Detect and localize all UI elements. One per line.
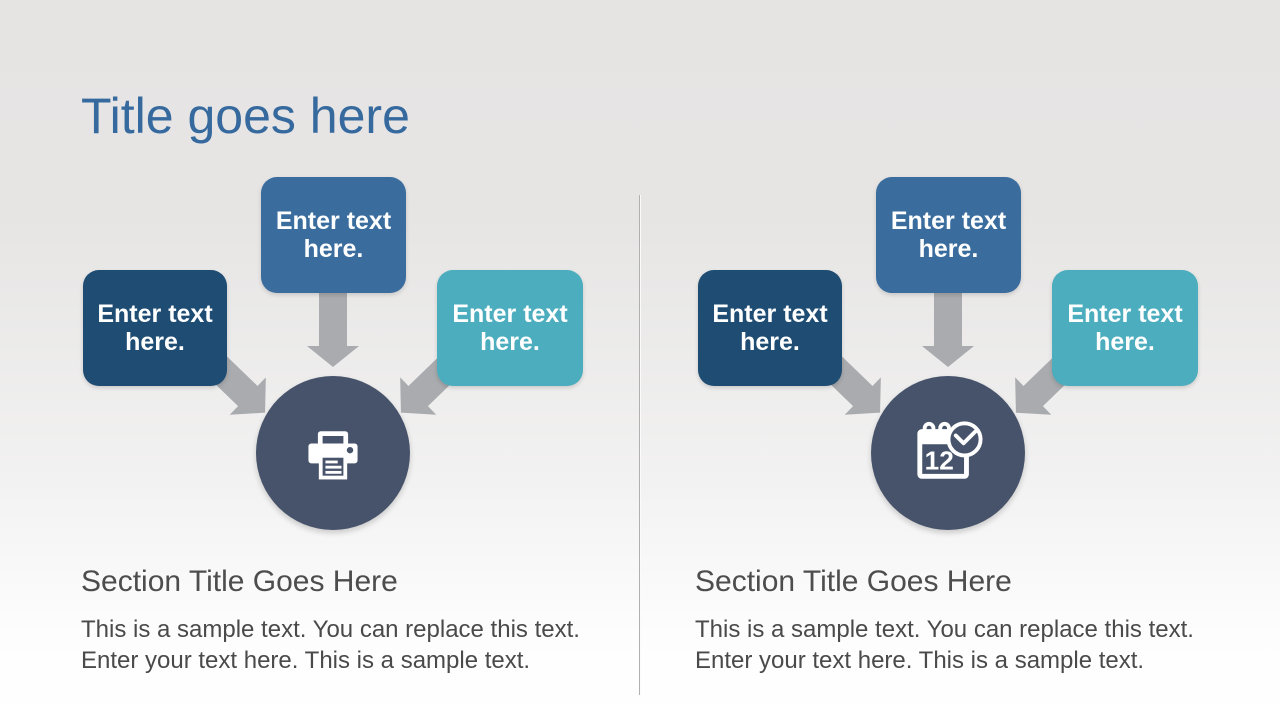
calendar-clock-icon: 12 — [917, 421, 983, 479]
placeholder-label: Enter text here. — [712, 300, 828, 356]
printer-icon — [308, 431, 358, 480]
section-body: This is a sample text. You can replace t… — [81, 616, 580, 675]
text-placeholder-left: Enter text here. — [698, 270, 842, 386]
arrow-down — [307, 288, 359, 367]
section-body: This is a sample text. You can replace t… — [695, 616, 1194, 675]
hub-circle: 12 — [871, 376, 1025, 530]
placeholder-label: Enter text here. — [890, 207, 1007, 263]
text-placeholder-right: Enter text here. — [437, 270, 583, 386]
section-title: Section Title Goes Here — [81, 565, 398, 598]
text-placeholder-top: Enter text here. — [261, 177, 406, 293]
section-left: Section Title Goes Here This is a sample… — [81, 565, 601, 676]
hub-circle — [256, 376, 410, 530]
section-title: Section Title Goes Here — [695, 565, 1012, 598]
vertical-divider — [639, 195, 641, 695]
diagram-left: Enter text here. Enter text here. Enter … — [80, 170, 600, 540]
section-right: Section Title Goes Here This is a sample… — [695, 565, 1215, 676]
diagram-right: Enter text here. Enter text here. Enter … — [695, 170, 1215, 540]
placeholder-label: Enter text here. — [452, 300, 568, 356]
placeholder-label: Enter text here. — [275, 207, 392, 263]
text-placeholder-left: Enter text here. — [83, 270, 227, 386]
slide-title: Title goes here — [81, 88, 410, 144]
placeholder-label: Enter text here. — [97, 300, 213, 356]
arrow-down — [922, 288, 974, 367]
placeholder-label: Enter text here. — [1067, 300, 1183, 356]
text-placeholder-right: Enter text here. — [1052, 270, 1198, 386]
text-placeholder-top: Enter text here. — [876, 177, 1021, 293]
calendar-date-label: 12 — [925, 446, 954, 476]
